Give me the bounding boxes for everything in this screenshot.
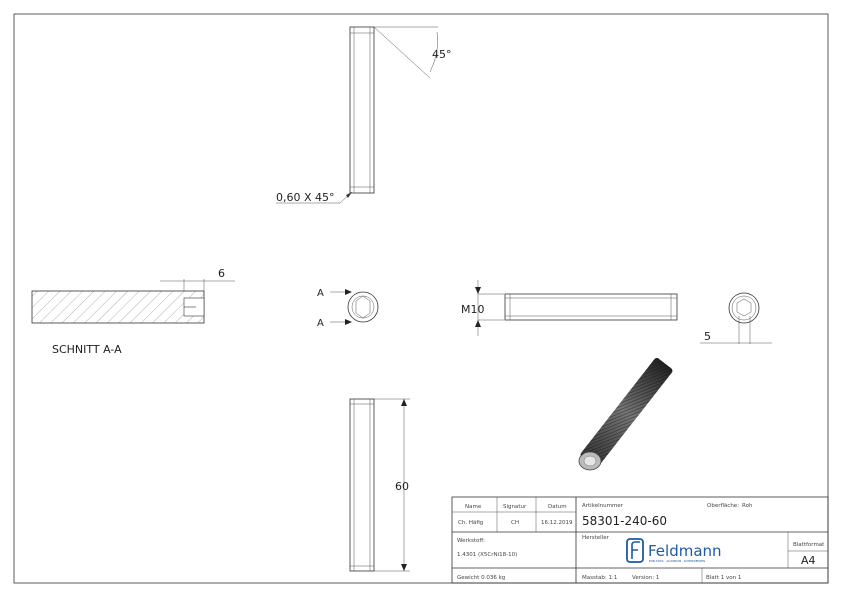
thread-dimension: M10 [461,303,485,316]
date-label: Datum [548,504,567,510]
format-label: Blattformat [793,542,825,548]
side-view: M10 [461,280,678,336]
material-label: Werkstoff: [457,538,485,544]
sheet-number: Blatt 1 von 1 [706,575,741,581]
signature-value: CH [511,520,519,526]
feldmann-logo: Feldmann EDELSTAHL · ALUMINIUM · SCHMIED… [626,538,722,563]
version: Version: 1 [632,575,659,581]
date-value: 16.12.2019 [541,520,573,526]
iso-render [578,357,673,471]
end-view: A A [317,288,379,329]
manufacturer-label: Hersteller [582,535,610,541]
top-view: 45° 0,60 X 45° [276,26,452,204]
name-label: Name [465,504,482,510]
section-title: SCHNITT A-A [52,343,122,356]
surface-label: Oberfläche: [707,503,739,509]
title-block: Name Signatur Datum Ch. Häfig CH 16.12.2… [451,496,829,584]
material-value: 1.4301 (X5CrNi18-10) [457,552,517,558]
article-label: Artikelnummer [582,503,624,509]
svg-text:EDELSTAHL · ALUMINIUM · SCHMIE: EDELSTAHL · ALUMINIUM · SCHMIEDEEISEN [649,559,705,563]
signature-label: Signatur [503,504,527,510]
depth-dimension: 6 [218,267,225,280]
section-view: 6 SCHNITT A-A [31,267,235,356]
format-value: A4 [801,554,816,567]
weight: Gewicht 0.036 kg [457,575,505,581]
scale: Masstab: 1:1 [582,575,617,581]
angle-dimension: 45° [432,48,452,61]
article-number: 58301-240-60 [582,514,667,528]
section-marker-bottom: A [317,318,324,329]
hex-view: 5 [700,292,772,344]
hex-dimension: 5 [704,330,711,343]
surface-value: Roh [742,503,753,509]
front-view: 60 [349,398,410,572]
sheet-border [13,13,829,584]
chamfer-dimension: 0,60 X 45° [276,191,335,204]
section-marker-top: A [317,288,324,299]
length-dimension: 60 [395,480,409,493]
name-value: Ch. Häfig [458,520,483,526]
svg-text:Feldmann: Feldmann [648,542,722,560]
